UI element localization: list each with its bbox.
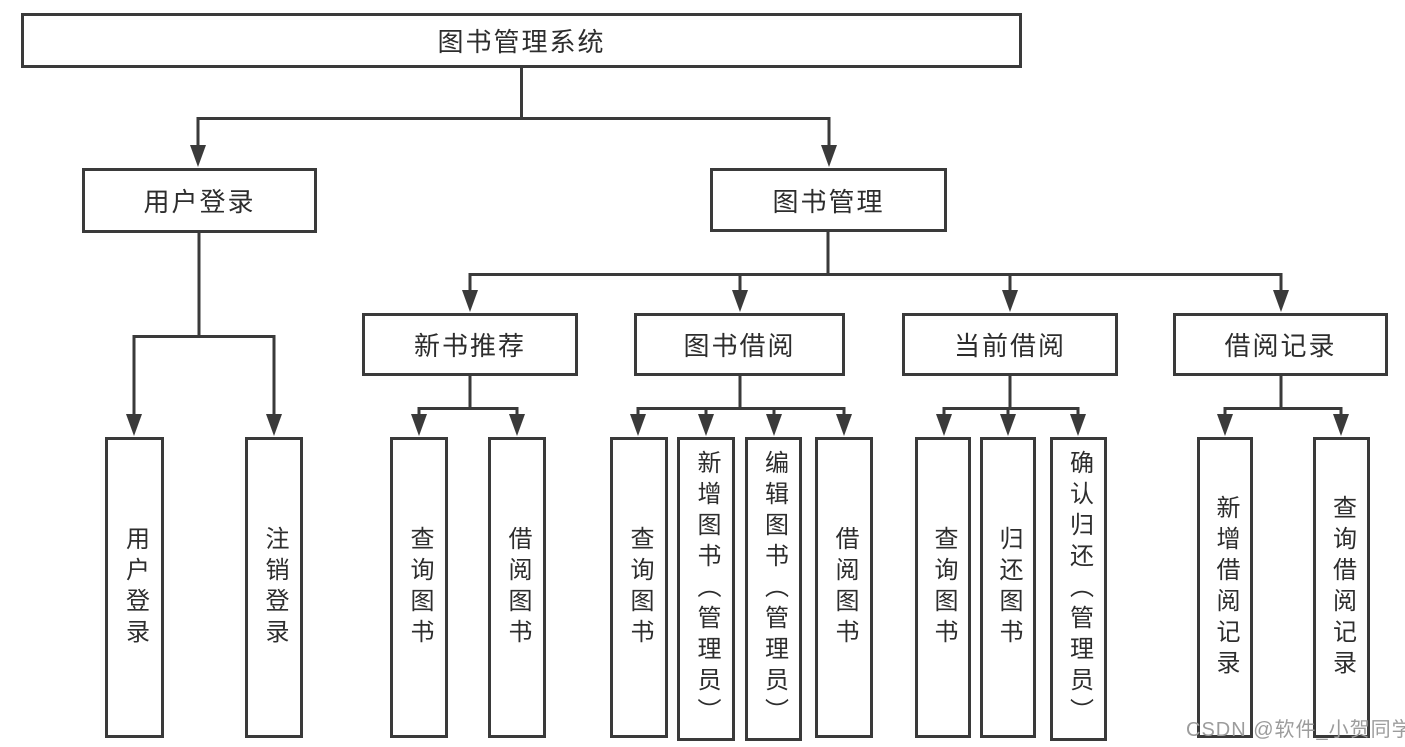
connector-book-mgmt-children: [462, 232, 1289, 312]
leaf-borrow-book-recommend: 借阅图书: [488, 437, 546, 738]
node-root-system: 图书管理系统: [21, 13, 1022, 68]
leaf-add-book-admin: 新增图书（管理员）: [677, 437, 735, 741]
connector-book-borrow-children: [630, 376, 852, 436]
leaf-logout: 注销登录: [245, 437, 303, 738]
connector-new-book-children: [411, 376, 525, 436]
csdn-watermark: CSDN @软件_小贺同学: [1186, 719, 1405, 741]
leaf-return-book: 归还图书: [980, 437, 1036, 738]
leaf-query-book-recommend: 查询图书: [390, 437, 448, 738]
leaf-borrow-book: 借阅图书: [815, 437, 873, 738]
leaf-query-book-borrow: 查询图书: [610, 437, 668, 738]
leaf-add-borrow-record: 新增借阅记录: [1197, 437, 1253, 738]
node-borrow-records: 借阅记录: [1173, 313, 1388, 376]
leaf-query-book-current: 查询图书: [915, 437, 971, 738]
node-new-book-recommend: 新书推荐: [362, 313, 578, 376]
leaf-edit-book-admin: 编辑图书（管理员）: [745, 437, 802, 741]
leaf-user-login: 用户登录: [105, 437, 164, 738]
connector-current-borrow-children: [936, 376, 1086, 436]
leaf-confirm-return-admin: 确认归还（管理员）: [1050, 437, 1107, 741]
connector-user-login-children: [126, 233, 282, 436]
connector-root-to-level2: [190, 68, 837, 167]
node-user-login: 用户登录: [82, 168, 317, 233]
node-current-borrow: 当前借阅: [902, 313, 1118, 376]
node-book-management: 图书管理: [710, 168, 947, 232]
connector-borrow-record-children: [1217, 376, 1349, 436]
leaf-query-borrow-record: 查询借阅记录: [1313, 437, 1370, 738]
node-book-borrow: 图书借阅: [634, 313, 845, 376]
